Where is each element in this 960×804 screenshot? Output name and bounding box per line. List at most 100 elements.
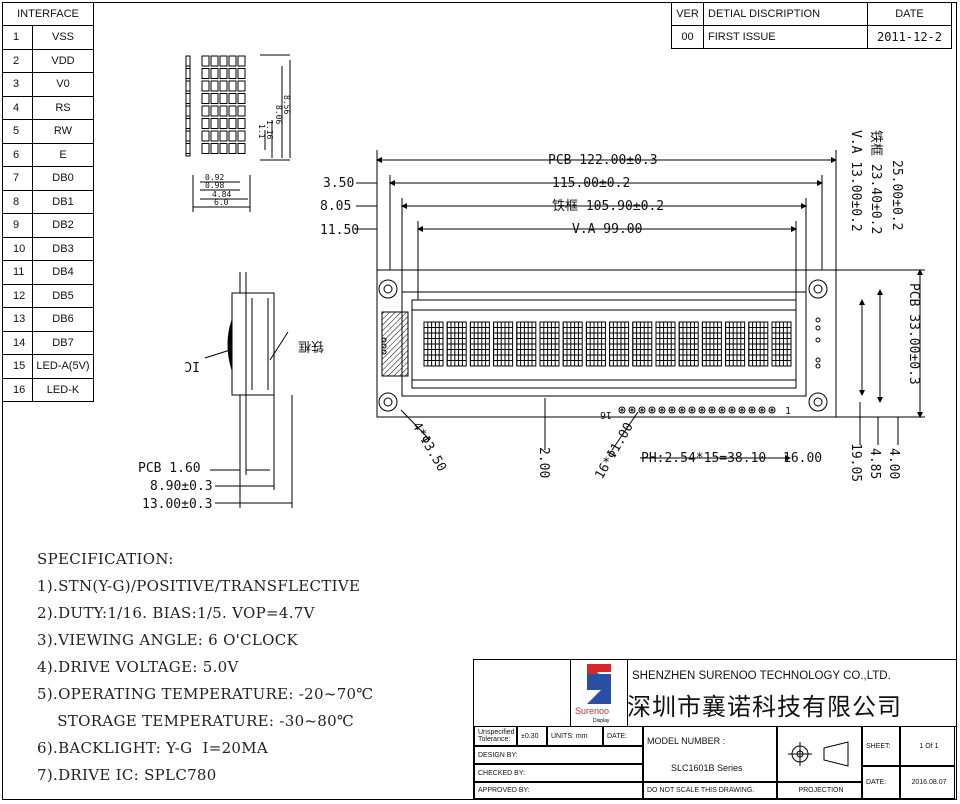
cell-dot: [201, 93, 210, 104]
pin-center: [740, 408, 744, 412]
char-block: [562, 321, 583, 367]
char-block: [469, 321, 490, 367]
char-block: [701, 321, 722, 367]
cell-dot: [201, 105, 210, 117]
no-scale-note: DO NOT SCALE THIS DRAWING.: [643, 782, 777, 799]
pin-hole: [688, 406, 696, 414]
cell-dot: [228, 68, 237, 79]
date2-value: 2016.08.07: [900, 766, 955, 799]
char-block: [493, 321, 514, 367]
cell-dot: [219, 118, 228, 129]
cell-cursor-dot: [185, 80, 191, 92]
pin-hole: [668, 406, 676, 414]
cell-cursor-dot: [185, 118, 191, 129]
pin-number: 12: [2, 283, 33, 308]
pin-hole: [618, 406, 626, 414]
pin-center: [680, 408, 684, 412]
pin1-label: 1: [785, 406, 791, 417]
cell-dot: [237, 93, 246, 104]
cell-dot: [201, 55, 210, 67]
pin-name: DB2: [32, 213, 94, 238]
pin-center: [750, 408, 754, 412]
rev-date: 2011-12-2: [867, 25, 952, 49]
logo-mark-icon: Surenoo Display: [575, 664, 611, 724]
logo-text: Surenoo: [575, 706, 609, 716]
pin-hole: [718, 406, 726, 414]
dim-char-w4: 6.0: [214, 198, 229, 207]
logo-subtext: Display: [593, 718, 610, 724]
dim-char-h2: 8.06: [274, 105, 283, 124]
cell-dot: [201, 118, 210, 129]
dim-va-height: V.A 13.00±0.2: [848, 130, 863, 232]
tolerance-label: Unspecified Tolerance:: [474, 726, 517, 746]
cell-dot: [237, 55, 246, 67]
cell-dot: [228, 80, 237, 92]
dim-pin-diameter: 16*Φ1.00: [592, 420, 636, 482]
cell-cursor-dot: [185, 105, 191, 117]
pin-center: [730, 408, 734, 412]
pin-hole: [768, 406, 776, 414]
char-block: [585, 321, 606, 367]
rev-ver: 00: [671, 25, 704, 49]
cell-dot: [201, 80, 210, 92]
dim-char-w3: 4.84: [212, 190, 231, 199]
pin-name: DB5: [32, 283, 94, 308]
pin-name: DB4: [32, 260, 94, 285]
checked-by: CHECKED BY:: [474, 764, 643, 782]
cell-dot: [237, 80, 246, 92]
pin-hole: [738, 406, 746, 414]
spec-line: 3).VIEWING ANGLE: 6 O'CLOCK: [37, 631, 299, 649]
char-block: [678, 321, 699, 367]
dim-outline-height: 25.00±0.2: [889, 160, 904, 230]
dim-frame-width: 铁框 105.90±0.2: [552, 199, 664, 214]
side-frame-label: 铁框: [298, 338, 324, 353]
cell-dot: [201, 143, 210, 154]
pin-hole: [728, 406, 736, 414]
dim-frame-height: 铁框 23.40±0.2: [868, 130, 883, 234]
pin-name: LED-K: [32, 377, 94, 402]
cell-dot: [219, 130, 228, 142]
dim-offset-2: 8.05: [320, 199, 351, 214]
dim-r3: 4.00: [886, 448, 901, 479]
pin16-label: 16: [600, 409, 612, 420]
units-label: UNITS: mm: [547, 726, 603, 746]
char-block: [516, 321, 537, 367]
pin-number: 10: [2, 236, 33, 261]
cell-dot: [228, 55, 237, 67]
cell-dot: [219, 68, 228, 79]
spec-line: 5).OPERATING TEMPERATURE: -20~70℃: [37, 685, 374, 703]
pin-hole: [678, 406, 686, 414]
pin-number: 8: [2, 189, 33, 214]
cell-dot: [201, 130, 210, 142]
pin-name: DB0: [32, 166, 94, 191]
pin-center: [760, 408, 764, 412]
interface-title: INTERFACE: [2, 2, 94, 26]
specification: SPECIFICATION: 1).STN(Y-G)/POSITIVE/TRAN…: [37, 546, 373, 789]
module-front-view: [356, 150, 925, 461]
approved-by: APPROVED BY:: [474, 782, 643, 799]
cell-dot: [210, 55, 219, 67]
pin-number: 7: [2, 166, 33, 191]
cell-dot: [228, 93, 237, 104]
revision-table: VER DETIAL DISCRIPTION DATE 00 FIRST ISS…: [671, 2, 952, 49]
cell-dot: [228, 105, 237, 117]
pin-number: 1: [2, 25, 33, 50]
side-ic-label: IC: [184, 358, 200, 373]
pin-name: VDD: [32, 48, 94, 73]
cell-dot: [219, 105, 228, 117]
dim-pcb-width: PCB 122.00±0.3: [548, 153, 658, 168]
pin-center: [640, 408, 644, 412]
pin-hole: [748, 406, 756, 414]
char-block: [771, 321, 792, 367]
cell-dot: [201, 68, 210, 79]
cell-dot: [237, 118, 246, 129]
pin-number: 15: [2, 354, 33, 379]
cell-dot: [210, 143, 219, 154]
